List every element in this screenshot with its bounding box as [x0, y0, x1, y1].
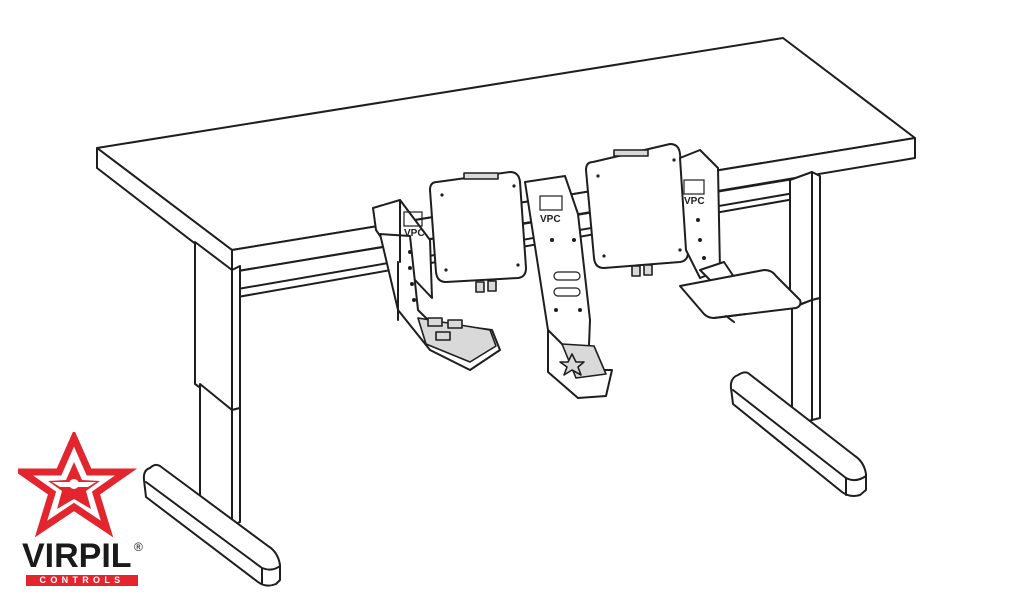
brand-wordmark: VIRPIL: [22, 537, 132, 575]
module-panel-right: [585, 143, 689, 277]
right-mount-bracket: VPC: [679, 149, 802, 323]
bracket-logo-right: VPC: [684, 196, 705, 207]
module-panel-left: [429, 171, 527, 293]
star-logo-icon: [18, 432, 138, 538]
desk-left-leg: [142, 241, 281, 587]
star-emblem-icon: [559, 353, 585, 376]
brand-logo: [18, 432, 138, 538]
bracket-logo-left: VPC: [404, 228, 425, 239]
center-pedal: VPC: [524, 175, 613, 399]
desk-right-leg: [729, 171, 867, 497]
bracket-logo-center: VPC: [540, 214, 561, 225]
left-mount-bracket: VPC: [372, 199, 501, 371]
brand-subtitle-bar: CONTROLS: [26, 575, 138, 586]
registered-mark: ®: [134, 540, 143, 554]
